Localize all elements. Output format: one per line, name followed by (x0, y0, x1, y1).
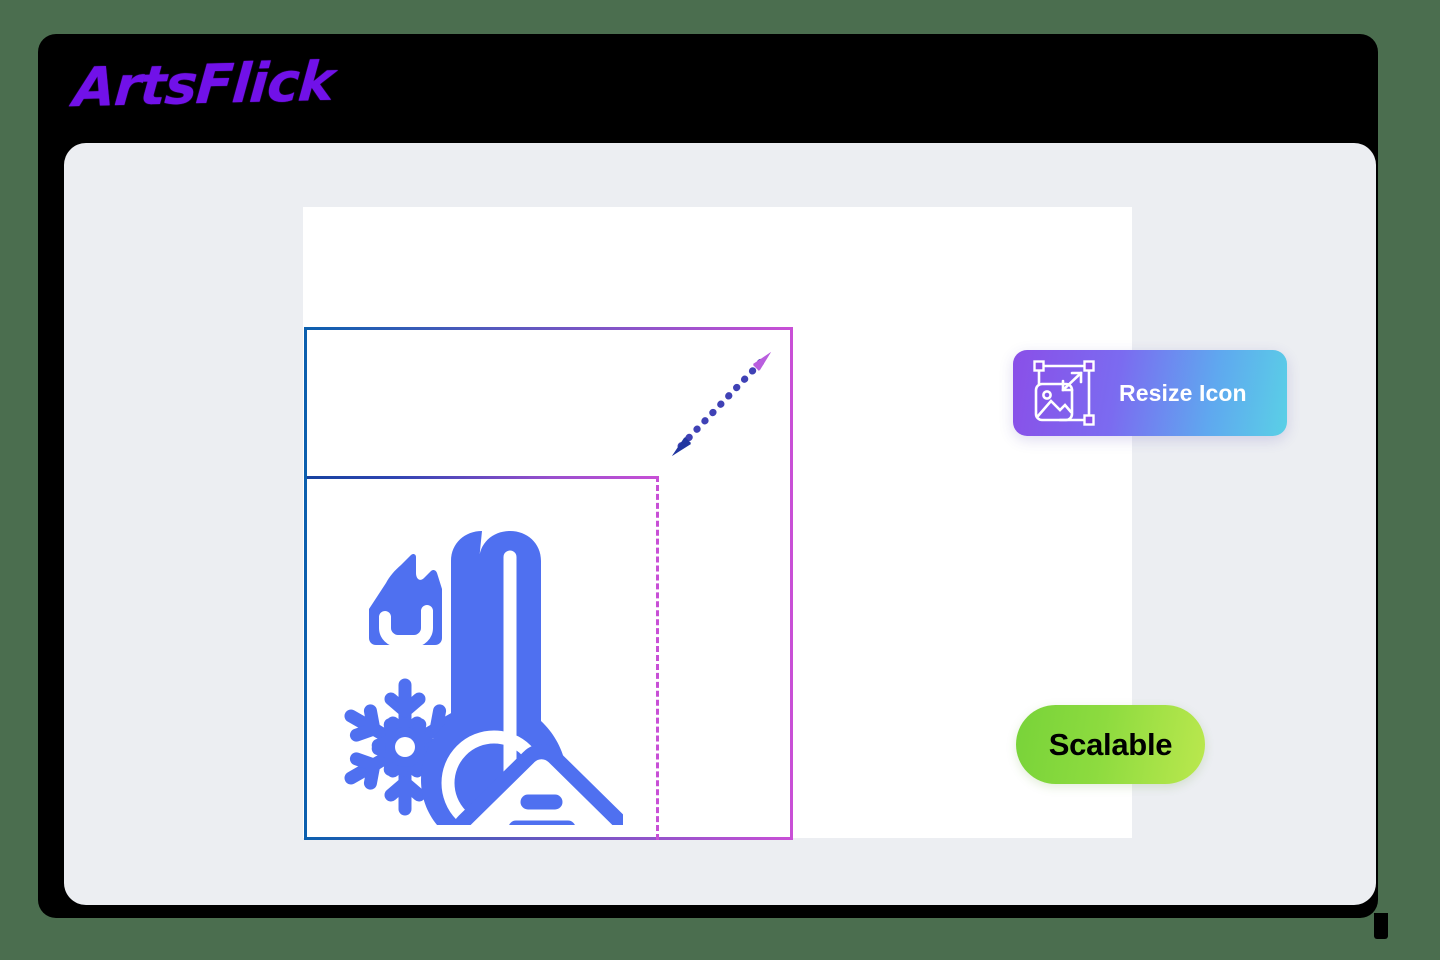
scalable-badge-label: Scalable (1048, 726, 1173, 762)
resize-image-icon (1033, 360, 1095, 426)
workspace-panel: Resize Icon Scalable (64, 143, 1376, 905)
thermostat-temperature-icon (344, 531, 623, 825)
brand-logo: ArtsFlick (71, 49, 337, 120)
device-foot (1374, 913, 1388, 939)
selection-bounding-box[interactable] (304, 327, 793, 840)
resize-icon-badge[interactable]: Resize Icon (1013, 350, 1287, 436)
resize-arrow-icon (672, 352, 771, 456)
resize-badge-label: Resize Icon (1119, 379, 1247, 406)
guide-line-vertical (656, 476, 659, 840)
selection-box-inner (307, 330, 790, 840)
scalable-badge[interactable]: Scalable (1016, 705, 1205, 784)
guide-line-horizontal (307, 476, 659, 479)
flame-icon (369, 553, 442, 647)
house-icon (452, 744, 623, 825)
